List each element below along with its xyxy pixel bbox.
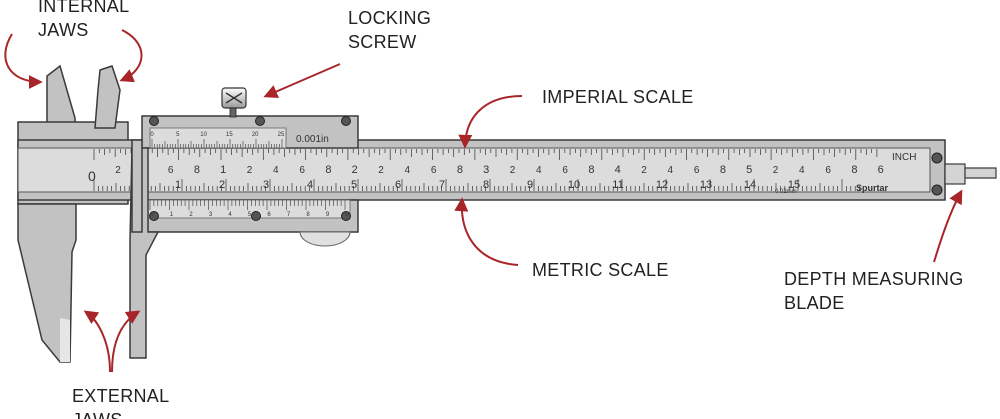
inch-unit-label: INCH (892, 152, 916, 163)
inch-scale-label: 6 (168, 165, 174, 176)
inch-scale-label: 8 (720, 164, 726, 176)
vernier-metric-label: 3 (209, 212, 213, 218)
vernier-imperial-label: 10 (200, 132, 207, 138)
resolution-label: 0.02mm (775, 189, 797, 195)
inch-scale-label: 8 (851, 164, 857, 176)
locking-screw-arrow (263, 63, 341, 98)
depth-blade (944, 163, 997, 185)
inch-scale-label: 6 (825, 165, 831, 176)
depth-blade-label: DEPTH MEASURING BLADE (784, 269, 969, 313)
cm-scale-label: 13 (700, 179, 712, 191)
internal-jaws-arrow-left (4, 33, 43, 89)
cm-scale-label: 14 (744, 179, 756, 191)
metric-scale-arrow (454, 197, 519, 266)
cm-scale-label: 1 (175, 179, 181, 191)
cm-scale-label: 3 (263, 179, 269, 191)
vernier-imperial-label: 0 (150, 132, 154, 138)
locking-screw-label: LOCKING SCREW (348, 8, 436, 52)
external-jaws-arrow-left (83, 310, 111, 373)
inch-scale-label: 1 (220, 164, 226, 176)
inch-scale-label: 2 (247, 165, 253, 176)
inch-scale-label: 2 (378, 165, 384, 176)
inch-scale-label: 2 (352, 164, 358, 176)
vernier-metric-label: 2 (189, 212, 193, 218)
inch-scale-label: 4 (405, 165, 411, 176)
main-scale-ticks (93, 149, 878, 191)
inch-scale-label: 2 (510, 165, 516, 176)
cm-scale-label: 5 (351, 179, 357, 191)
cm-scale-label: 15 (788, 179, 800, 191)
cm-scale-label: 7 (439, 179, 445, 191)
cm-scale-label: 9 (527, 179, 533, 191)
inch-scale-label: 3 (483, 164, 489, 176)
sliding-jaw (94, 65, 359, 359)
locking-screw (221, 87, 247, 118)
cm-scale-label: 12 (656, 179, 668, 191)
inch-scale-label: 4 (799, 165, 805, 176)
inch-scale-label: 4 (668, 165, 674, 176)
inch-scale-label: 2 (641, 165, 647, 176)
vernier-metric-label: 1 (170, 212, 174, 218)
depth-blade-arrow (933, 189, 963, 263)
metric-scale-label: METRIC SCALE (532, 260, 669, 280)
imperial-scale-arrow (458, 95, 523, 149)
vernier-metric-label: 4 (228, 212, 232, 218)
cm-scale-label: 11 (612, 179, 623, 191)
callout-arrows (4, 29, 963, 373)
vernier-metric-label: 6 (267, 212, 271, 218)
internal-jaws-arrow-right (119, 29, 143, 83)
cm-scale-label: 10 (568, 179, 580, 191)
vernier-metric-label: 8 (306, 212, 310, 218)
vernier-imperial-labels: 0 5 10 15 20 25 (150, 132, 285, 138)
inch-scale-label: 8 (325, 164, 331, 176)
vernier-imperial-label: 20 (252, 132, 259, 138)
cm-scale-label: 2 (219, 179, 225, 191)
cm-scale-label: 8 (483, 179, 489, 191)
vernier-metric-labels: 0 1 2 3 4 5 6 7 8 9 0 (150, 212, 349, 218)
internal-jaws-label: INTERNAL JAWS (38, 0, 134, 40)
imperial-scale-label: IMPERIAL SCALE (542, 87, 694, 107)
inch-scale-label: 4 (273, 165, 279, 176)
vernier-imperial-ticks (151, 139, 283, 148)
inch-scale-label: 2 (115, 165, 121, 176)
inch-scale-label: 5 (746, 164, 752, 176)
vernier-metric-label: 9 (326, 212, 330, 218)
inch-scale-label: 8 (194, 164, 200, 176)
brand-label: Spurtar (856, 183, 889, 193)
vernier-metric-ticks (149, 200, 346, 210)
vernier-reading-label: 0.001in (296, 134, 329, 145)
vernier-metric-label: 0 (345, 212, 349, 218)
vernier-imperial-label: 5 (176, 132, 180, 138)
vernier-metric-label: 7 (287, 212, 291, 218)
inch-scale-label: 6 (299, 165, 305, 176)
external-jaws-label: EXTERNAL JAWS (72, 386, 174, 419)
external-jaws-arrow-right (111, 310, 141, 373)
cm-scale-label: 4 (307, 179, 313, 191)
main-scale-zero: 0 (88, 168, 96, 184)
cm-scale-label: 6 (395, 179, 401, 191)
inch-scale-label: 4 (615, 164, 621, 176)
vernier-imperial-label: 25 (278, 132, 285, 138)
inch-scale-label: 2 (773, 165, 779, 176)
inch-scale-label: 6 (694, 165, 700, 176)
inch-scale-label: 8 (588, 164, 594, 176)
inch-scale-label: 4 (536, 165, 542, 176)
inch-scale-label: 8 (457, 164, 463, 176)
vernier-metric-label: 0 (150, 212, 154, 218)
vernier-imperial-label: 15 (226, 132, 233, 138)
inch-scale-label: 6 (878, 164, 884, 176)
inch-scale-label: 6 (431, 165, 437, 176)
inch-scale-label: 6 (562, 165, 568, 176)
vernier-metric-label: 5 (248, 212, 252, 218)
